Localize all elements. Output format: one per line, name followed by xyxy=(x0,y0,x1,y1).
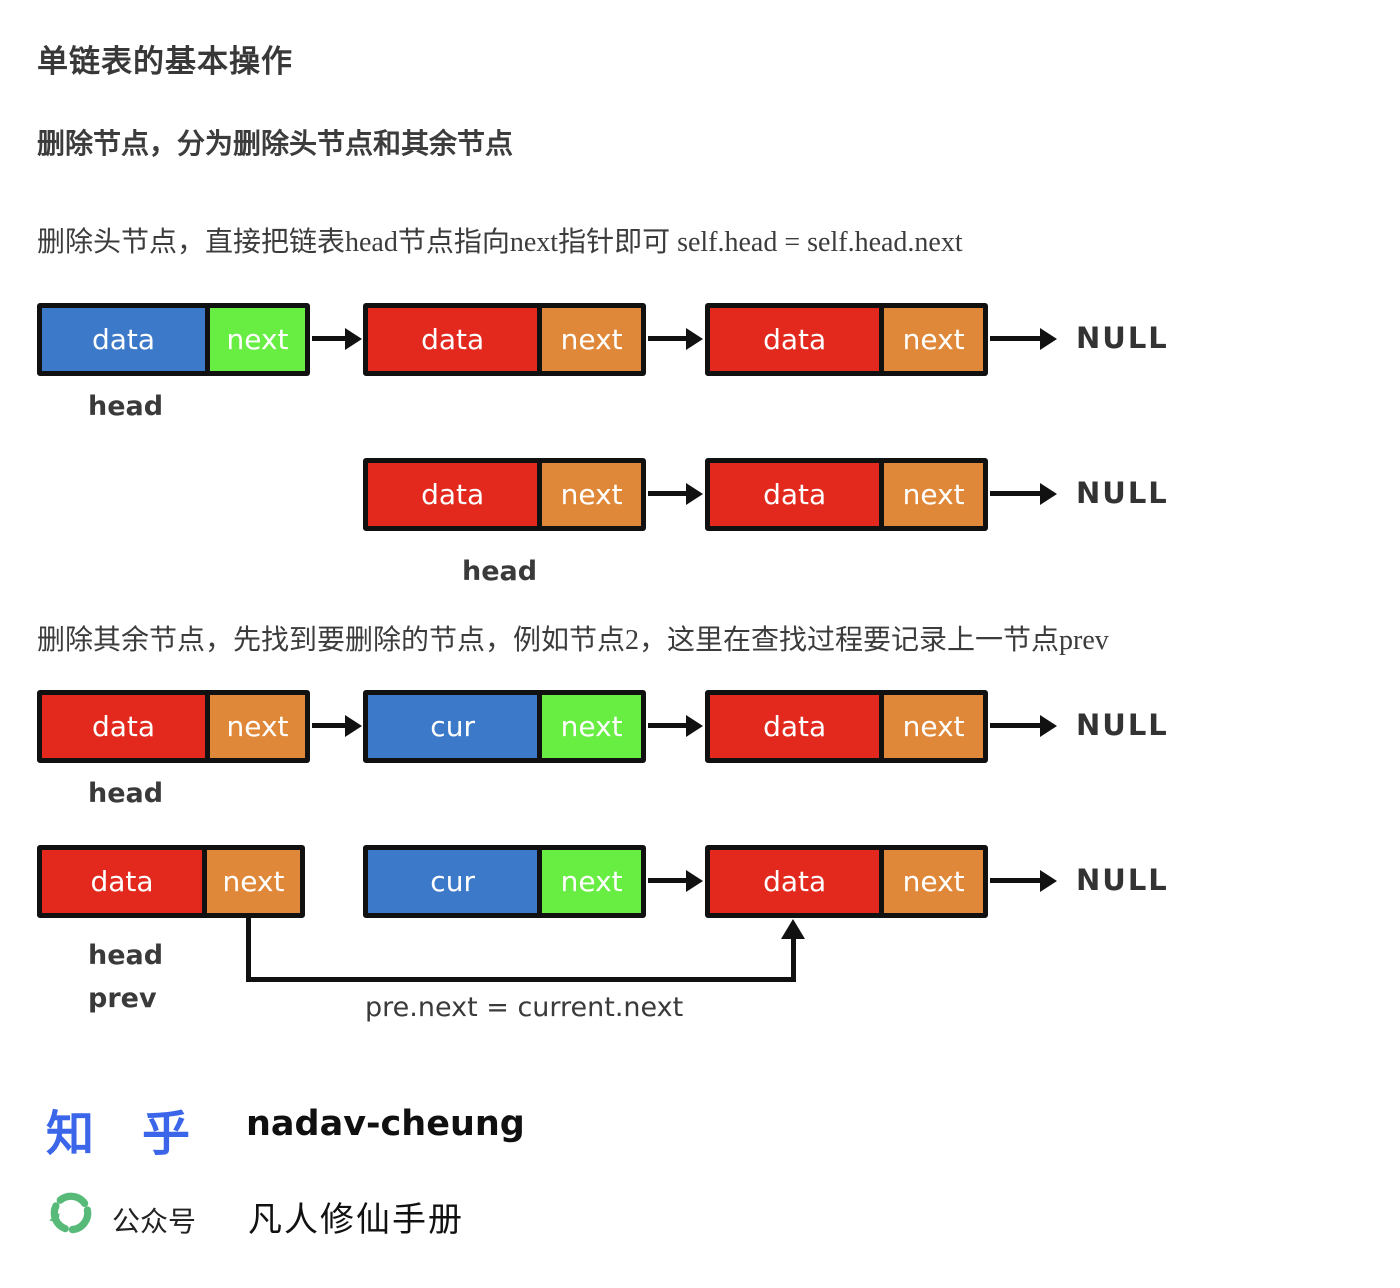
next-pointer-arrow xyxy=(312,336,345,341)
null-terminator: NULL xyxy=(1076,476,1169,510)
delete-middle-description: 删除其余节点，先找到要删除的节点，例如节点2，这里在查找过程要记录上一节点pre… xyxy=(37,625,1109,656)
node-next-cell: next xyxy=(879,463,983,526)
null-terminator: NULL xyxy=(1076,708,1169,742)
node-next-cell: next xyxy=(537,308,641,371)
head-label: head xyxy=(462,556,538,587)
null-terminator: NULL xyxy=(1076,863,1169,897)
node-next-cell: next xyxy=(879,850,983,913)
node-next-cell: next xyxy=(205,695,305,758)
next-pointer-arrow xyxy=(648,336,686,341)
node-next-cell: next xyxy=(879,308,983,371)
node-data-cell: data xyxy=(368,463,538,526)
next-pointer-arrow xyxy=(648,491,686,496)
list-node: data next xyxy=(705,303,988,376)
null-pointer-arrow xyxy=(990,878,1040,883)
node-next-cell: next xyxy=(205,308,305,371)
list-node: data next xyxy=(705,458,988,531)
list-node: data next xyxy=(705,690,988,763)
null-terminator: NULL xyxy=(1076,321,1169,355)
prev-label: prev xyxy=(88,983,157,1014)
node-data-cell: data xyxy=(710,308,880,371)
assignment-annotation: pre.next = current.next xyxy=(365,992,684,1023)
list-node: data next xyxy=(705,845,988,918)
wechat-account-name: 凡人修仙手册 xyxy=(248,1202,464,1239)
node-data-cell: data xyxy=(368,308,538,371)
head-label: head xyxy=(88,391,164,422)
bypass-arrowhead-icon xyxy=(781,919,805,939)
node-data-cell: data xyxy=(42,695,206,758)
node-data-cell: cur xyxy=(368,850,538,913)
list-node: data next xyxy=(363,458,646,531)
node-data-cell: data xyxy=(710,695,880,758)
list-node: data next xyxy=(363,303,646,376)
node-next-cell: next xyxy=(537,463,641,526)
null-pointer-arrow xyxy=(990,491,1040,496)
intro-text: 删除节点，分为删除头节点和其余节点 xyxy=(37,129,514,160)
node-data-cell: data xyxy=(710,463,880,526)
next-pointer-arrow xyxy=(312,723,345,728)
next-pointer-arrow xyxy=(648,723,686,728)
wechat-official-account-icon xyxy=(49,1192,92,1234)
bypass-arrow-segment xyxy=(246,977,796,982)
head-label: head xyxy=(88,778,164,809)
node-next-cell: next xyxy=(201,850,300,913)
list-node: cur next xyxy=(363,845,646,918)
next-pointer-arrow xyxy=(648,878,686,883)
list-node: data next xyxy=(37,845,305,918)
null-pointer-arrow xyxy=(990,336,1040,341)
zhihu-account-name: nadav-cheung xyxy=(246,1104,525,1144)
list-node: data next xyxy=(37,690,310,763)
delete-head-description: 删除头节点，直接把链表head节点指向next指针即可 self.head = … xyxy=(37,227,963,258)
page-title: 单链表的基本操作 xyxy=(37,44,293,79)
wechat-label: 公众号 xyxy=(112,1207,197,1238)
list-node: cur next xyxy=(363,690,646,763)
node-data-cell: cur xyxy=(368,695,538,758)
node-next-cell: next xyxy=(537,695,641,758)
bypass-arrow-segment xyxy=(246,918,251,982)
bypass-arrow-segment xyxy=(791,936,796,982)
node-next-cell: next xyxy=(537,850,641,913)
node-data-cell: data xyxy=(710,850,880,913)
null-pointer-arrow xyxy=(990,723,1040,728)
node-next-cell: next xyxy=(879,695,983,758)
list-node: data next xyxy=(37,303,310,376)
node-data-cell: data xyxy=(42,308,206,371)
node-data-cell: data xyxy=(42,850,202,913)
zhihu-logo: 知 乎 xyxy=(46,1106,191,1162)
head-label: head xyxy=(88,940,164,971)
